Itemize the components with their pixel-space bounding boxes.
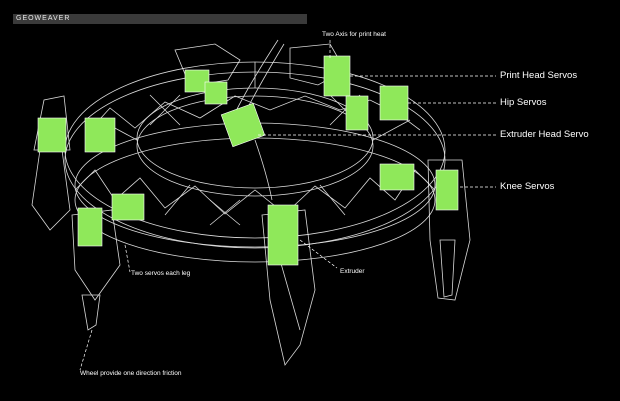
servos <box>37 55 459 266</box>
label-extruder-head-servo: Extruder Head Servo <box>500 129 589 140</box>
label-print-head-servos: Print Head Servos <box>500 70 578 81</box>
servo-front-center <box>267 204 299 266</box>
callout-lines <box>79 40 496 371</box>
servo-left-hip <box>37 117 67 153</box>
servo-hip-2 <box>379 85 409 121</box>
servo-back-2 <box>204 81 228 105</box>
label-wheel-friction: Wheel provide one direction friction <box>80 370 182 377</box>
servo-hip-1 <box>345 95 369 131</box>
chassis-ring <box>64 39 446 263</box>
servo-back-1 <box>184 69 210 93</box>
servo-leg-2 <box>111 193 145 221</box>
label-two-axis: Two Axis for print heat <box>322 31 386 38</box>
servo-knee-1 <box>379 163 415 191</box>
title-bar: GEOWEAVER <box>13 14 307 24</box>
label-hip-servos: Hip Servos <box>500 97 547 108</box>
servo-left-knee <box>84 117 116 153</box>
leg-right <box>427 159 471 301</box>
servo-print-head <box>323 55 351 97</box>
leg-front-center <box>261 209 316 366</box>
servo-knee-2 <box>435 169 459 211</box>
diagram-title: GEOWEAVER <box>16 15 71 22</box>
label-extruder: Extruder <box>340 268 365 275</box>
leg-front-left <box>71 209 121 301</box>
leg-left-upper <box>31 149 71 231</box>
label-knee-servos: Knee Servos <box>500 181 555 192</box>
servo-extruder-head <box>220 102 266 148</box>
servo-leg-1 <box>77 207 103 247</box>
label-two-servos-each-leg: Two servos each leg <box>131 270 191 277</box>
